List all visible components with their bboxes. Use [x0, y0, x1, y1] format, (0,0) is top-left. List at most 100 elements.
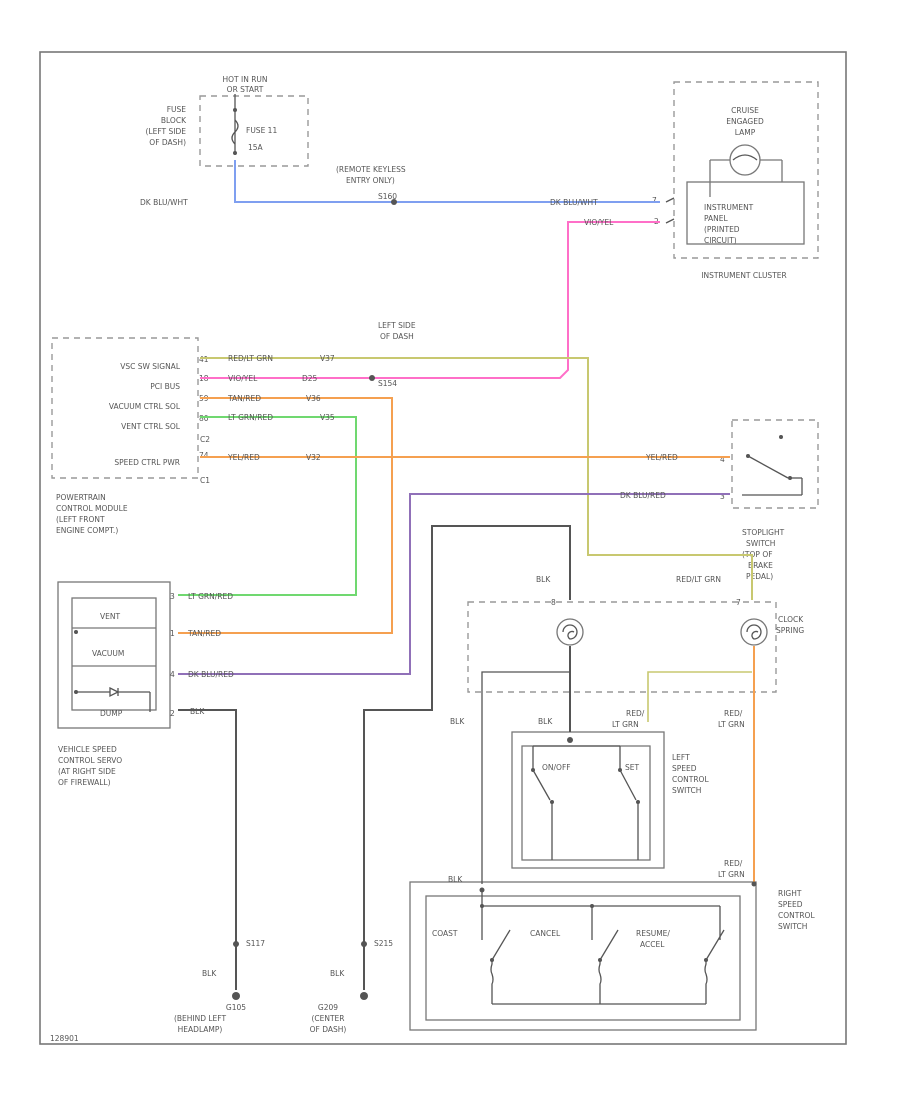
pcb-label-2: PANEL [704, 214, 729, 223]
clockspring-pin-7: 7 [736, 598, 741, 607]
cruise-lamp-label-3: LAMP [735, 128, 756, 137]
wire-label-blk-top: BLK [536, 575, 551, 584]
ground-g209: G209 (CENTER OF DASH) [310, 992, 368, 1034]
circuit-id-5: V32 [306, 453, 321, 462]
fuse-block-label-4: OF DASH) [149, 138, 186, 147]
on-off-label: ON/OFF [542, 763, 571, 772]
coast-resistor-icon [490, 960, 494, 992]
stoplight-contact-icon [747, 455, 789, 479]
wire-label-red-right-1: RED/ [724, 709, 743, 718]
pcm-connector-c1: C1 [200, 476, 210, 485]
cruise-lamp-label-2: ENGAGED [726, 117, 764, 126]
set-label: SET [625, 763, 639, 772]
pcm-label-1: POWERTRAIN [56, 493, 106, 502]
instrument-cluster: CRUISE ENGAGED LAMP INSTRUMENT PANEL (PR… [652, 81, 819, 280]
stoplight-pin-3: 3 [720, 492, 725, 501]
left-switch-label-3: CONTROL [672, 775, 709, 784]
wire-label-pcm-1: RED/LT GRN [228, 354, 273, 363]
cruise-lamp-label-1: CRUISE [731, 106, 759, 115]
ground-g105-icon [232, 992, 240, 1000]
fuse-terminal-top [233, 108, 237, 112]
diagram-frame [39, 51, 847, 1045]
wire-blk-servo [178, 709, 237, 990]
fuse-block-label-1: FUSE [167, 105, 187, 114]
fuse-block: HOT IN RUN OR START FUSE BLOCK (LEFT SID… [146, 75, 309, 167]
ground-g209-icon [360, 992, 368, 1000]
wire-label-blk-lsw: BLK [538, 717, 553, 726]
servo-label-3: (AT RIGHT SIDE [58, 767, 116, 776]
wire-lt-grn-red [178, 416, 357, 596]
pcb-label-1: INSTRUMENT [704, 203, 754, 212]
ground-g105-loc-2: HEADLAMP) [178, 1025, 223, 1034]
wire-blk-top [363, 525, 571, 990]
powertrain-control-module: VSC SW SIGNAL PCI BUS VACUUM CTRL SOL VE… [51, 337, 210, 535]
fuse-terminal-bottom [233, 151, 237, 155]
coast-label: COAST [432, 929, 458, 938]
rke-label-2: ENTRY ONLY) [346, 176, 395, 185]
right-switch-label-1: RIGHT [778, 889, 802, 898]
splice-location-1: LEFT SIDE [378, 321, 416, 330]
fuse-block-header-1: HOT IN RUN [222, 75, 267, 84]
servo-vent-label: VENT [100, 612, 120, 621]
left-switch-label-4: SWITCH [672, 786, 701, 795]
clockspring-pin-8: 8 [551, 598, 556, 607]
wire-blk-left-switch [481, 671, 570, 884]
set-contact-icon [619, 769, 637, 801]
resume-label-1: RESUME/ [636, 929, 670, 938]
wire-label-servo-vent: LT GRN/RED [188, 592, 233, 601]
wire-label-blk-g105: BLK [202, 969, 217, 978]
ground-g209-loc-1: (CENTER [311, 1014, 344, 1023]
clockspring-label-2: SPRING [776, 626, 804, 635]
fuse-block-header-2: OR START [227, 85, 264, 94]
resume-contact-icon [705, 929, 725, 961]
pcm-label-4: ENGINE COMPT.) [56, 526, 118, 535]
right-speed-control-switch: COAST CANCEL RESUME/ ACCEL RIGHT SPEED C… [409, 881, 815, 1031]
resume-label-2: ACCEL [640, 940, 665, 949]
wire-label-servo-vac: TAN/RED [187, 629, 221, 638]
servo-dump-label: DUMP [100, 709, 123, 718]
stoplight-label-1: STOPLIGHT [742, 528, 785, 537]
servo-pin-2: 2 [170, 709, 175, 718]
splice-location-2: OF DASH [380, 332, 414, 341]
servo-pin-1: 1 [170, 629, 175, 638]
splice-s160 [391, 199, 397, 205]
splice-s117-label: S117 [246, 939, 265, 948]
left-switch-label-2: SPEED [672, 764, 697, 773]
circuit-id-3: V36 [306, 394, 321, 403]
fuse-amps: 15A [248, 143, 264, 152]
servo-pin-3: 3 [170, 592, 175, 601]
wire-label-servo-dk: DK BLU/RED [188, 670, 234, 679]
pcm-label-3: (LEFT FRONT [56, 515, 105, 524]
wire-vio-yel [200, 221, 660, 379]
right-switch-label-3: CONTROL [778, 911, 815, 920]
rke-label-1: (REMOTE KEYLESS [336, 165, 406, 174]
ground-g105-loc-1: (BEHIND LEFT [174, 1014, 227, 1023]
cluster-pin-7: 7 [652, 196, 657, 205]
pcb-label-3: (PRINTED [704, 225, 740, 234]
wire-label-red-rsw-1: RED/ [724, 859, 743, 868]
pcm-signal-vacuum-ctrl: VACUUM CTRL SOL [109, 402, 181, 411]
wire-label-blk-g209: BLK [330, 969, 345, 978]
pcm-pin-80: 80 [199, 414, 209, 423]
pcm-pin-41: 41 [199, 355, 209, 364]
wire-label-yel-red-right: YEL/RED [645, 453, 678, 462]
wire-label-pcm-3: TAN/RED [227, 394, 261, 403]
stoplight-switch: 4 3 STOPLIGHT SWITCH (TOP OF BRAKE PEDAL… [720, 419, 819, 581]
instrument-cluster-label: INSTRUMENT CLUSTER [701, 271, 786, 280]
servo-label-4: OF FIREWALL) [58, 778, 111, 787]
diagram-code: 128901 [50, 1034, 79, 1043]
wire-dk-blu-wht [234, 160, 660, 203]
wire-label-pcm-2: VIO/YEL [228, 374, 258, 383]
wire-label-red-lsw-2: LT GRN [612, 720, 639, 729]
wire-label-pcm-4: LT GRN/RED [228, 413, 273, 422]
wire-label-red-right-2: LT GRN [718, 720, 745, 729]
circuit-id-4: V35 [320, 413, 335, 422]
pcm-signal-pci-bus: PCI BUS [150, 382, 180, 391]
stoplight-label-2: SWITCH [746, 539, 775, 548]
servo-vacuum-label: VACUUM [92, 649, 124, 658]
pcm-pin-74: 74 [199, 451, 209, 460]
pcm-connector-c2: C2 [200, 435, 210, 444]
pcm-signal-vsc-sw: VSC SW SIGNAL [120, 362, 181, 371]
fuse-block-label-2: BLOCK [161, 116, 187, 125]
